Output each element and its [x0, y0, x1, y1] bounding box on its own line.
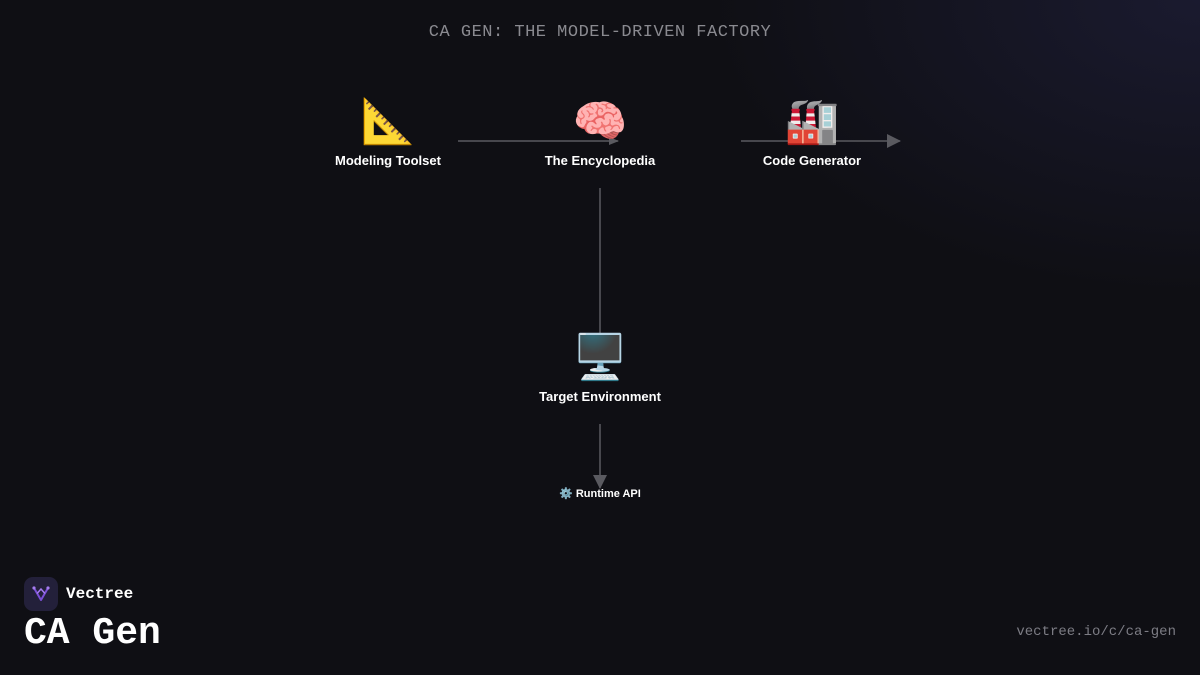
node-code-generator: 🏭 Code Generator [712, 96, 912, 168]
desktop-computer-icon: 🖥️ [572, 332, 628, 383]
node-modeling-toolset: 📐 Modeling Toolset [288, 96, 488, 168]
product-title: CA Gen [24, 612, 161, 655]
brain-icon: 🧠 [572, 96, 628, 147]
runtime-label: Runtime API [575, 488, 641, 500]
slide-title: CA GEN: THE MODEL-DRIVEN FACTORY [428, 23, 772, 42]
node-label: Modeling Toolset [335, 153, 441, 168]
source-url[interactable]: vectree.io/c/ca-gen [1016, 624, 1176, 640]
gear-icon: ⚙️ [559, 487, 573, 500]
node-label: Target Environment [539, 389, 661, 404]
node-target-environment: 🖥️ Target Environment [500, 332, 700, 404]
node-encyclopedia: 🧠 The Encyclopedia [500, 96, 700, 168]
vectree-logo-icon [24, 577, 58, 611]
node-label: The Encyclopedia [544, 153, 656, 168]
factory-icon: 🏭 [784, 96, 840, 147]
brand: Vectree [24, 577, 133, 611]
triangular-ruler-icon: 📐 [360, 96, 416, 147]
node-label: Code Generator [762, 153, 862, 168]
node-runtime-api: ⚙️Runtime API [500, 487, 700, 500]
brand-name: Vectree [66, 585, 134, 603]
